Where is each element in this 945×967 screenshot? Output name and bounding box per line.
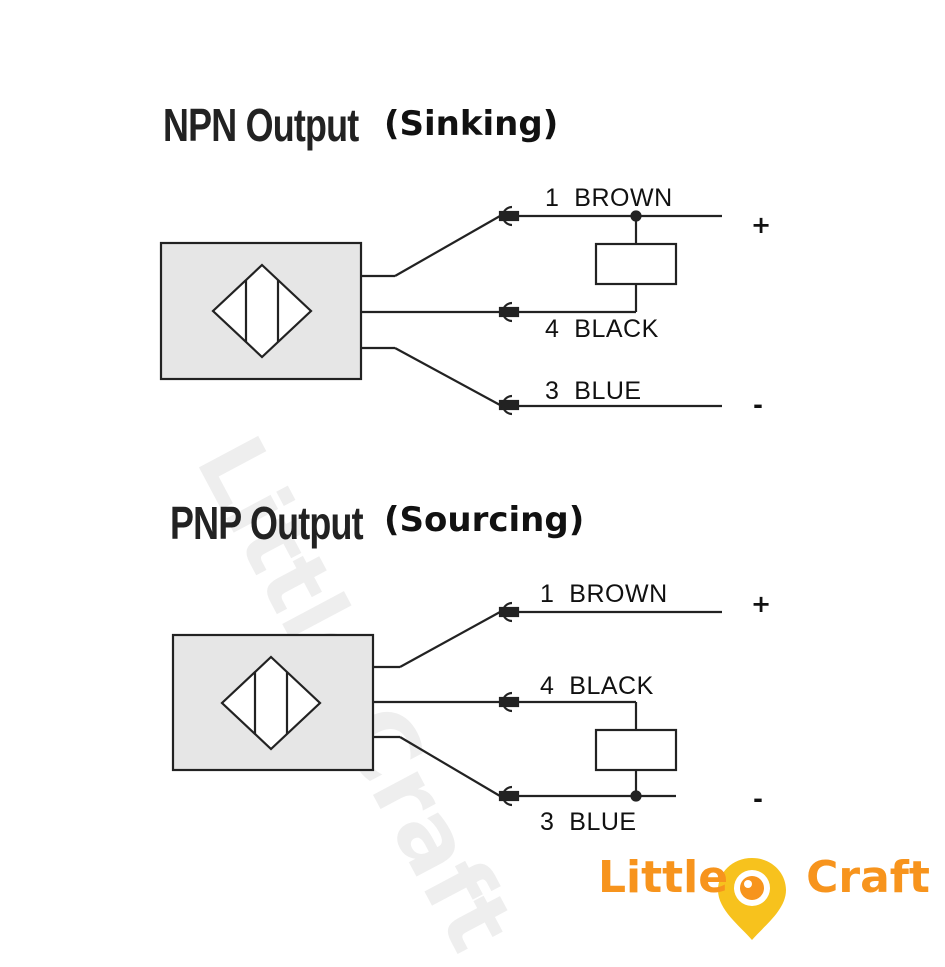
logo-text-left: Little: [598, 852, 729, 903]
npn-connector-4: [498, 301, 520, 323]
npn-load: [594, 242, 678, 286]
pnp-subtitle: (Sourcing): [384, 500, 585, 540]
npn-circuit: [159, 205, 722, 416]
pnp-title: PNP Output: [170, 497, 364, 549]
pnp-plus-sign: +: [751, 590, 772, 618]
pnp-minus-sign: -: [753, 785, 763, 813]
npn-sensor-icon: [211, 263, 313, 359]
logo: Little Craft: [598, 852, 930, 903]
pnp-connector-4: [498, 691, 520, 713]
pnp-connector-1: [498, 601, 520, 623]
pnp-circuit: [171, 601, 722, 807]
npn-subtitle: (Sinking): [384, 104, 559, 144]
pnp-load: [594, 728, 678, 772]
npn-connector-3: [498, 394, 520, 416]
npn-connector-1: [498, 205, 520, 227]
pnp-wire-3-label: 3 BLUE: [540, 808, 637, 836]
npn-plus-sign: +: [751, 211, 772, 239]
pnp-connector-3: [498, 785, 520, 807]
npn-minus-sign: -: [753, 391, 763, 419]
npn-wire-1-label: 1 BROWN: [545, 184, 673, 212]
logo-text-right: Craft: [806, 852, 930, 903]
wiring-svg: [159, 205, 786, 940]
pnp-wire-4-label: 4 BLACK: [540, 672, 654, 700]
npn-title: NPN Output: [163, 99, 359, 151]
location-pin-icon: [718, 858, 786, 940]
diagram-canvas: Little Craft: [159, 99, 930, 967]
npn-wire-3-label: 3 BLUE: [545, 377, 642, 405]
pnp-sensor-icon: [220, 655, 322, 751]
npn-wire-4-label: 4 BLACK: [545, 315, 659, 343]
pnp-wire-1-label: 1 BROWN: [540, 580, 668, 608]
